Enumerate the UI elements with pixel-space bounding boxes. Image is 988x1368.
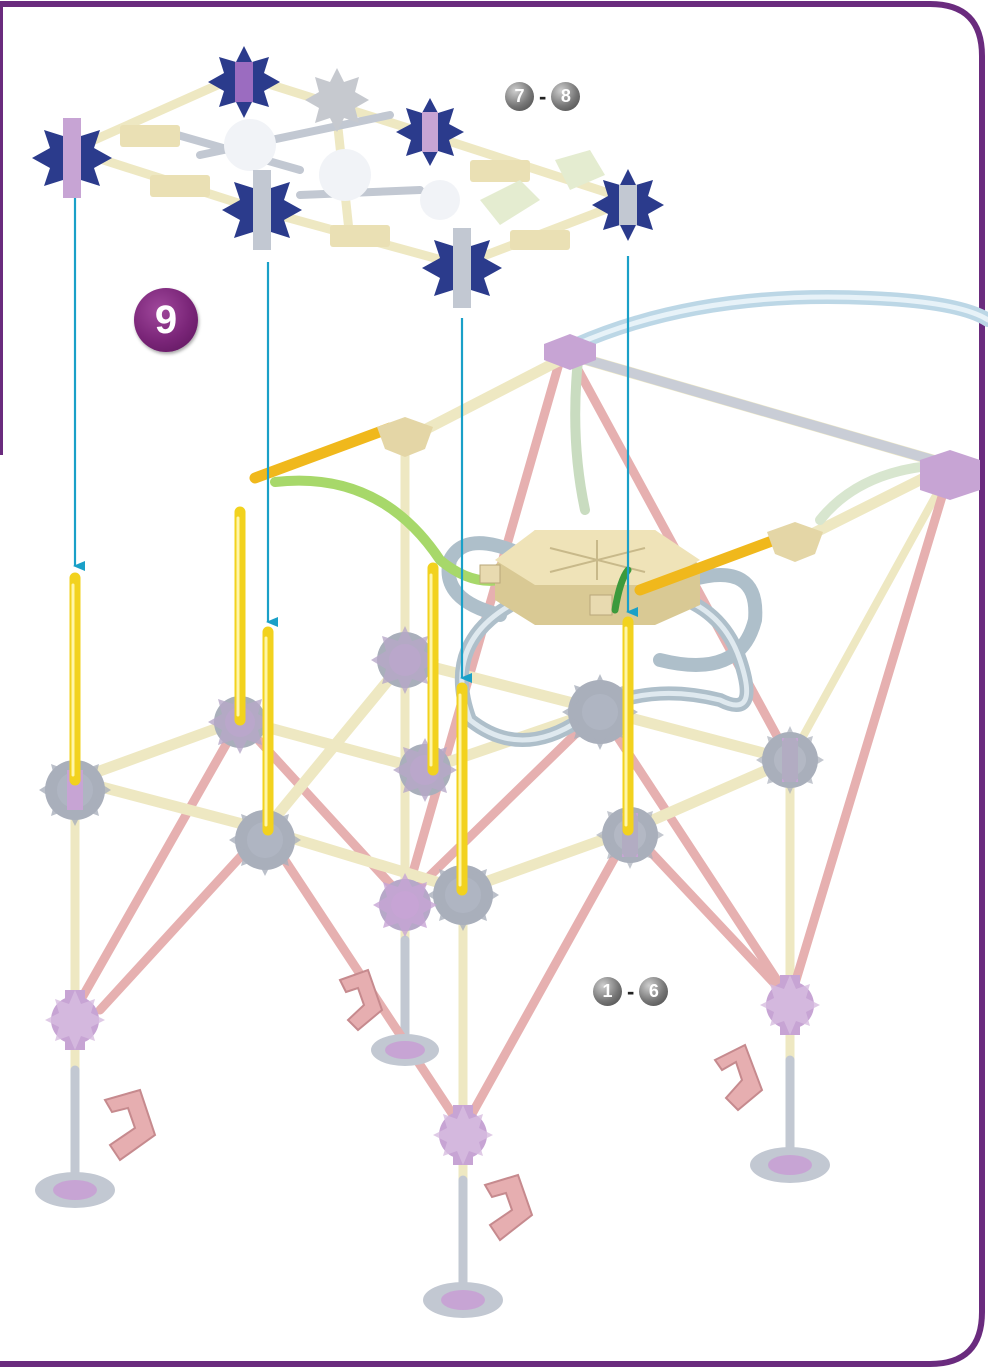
ref-top-separator: -	[539, 83, 547, 109]
step-reference-bottom: 1 - 6	[593, 977, 669, 1006]
ref-bottom-separator: -	[627, 978, 635, 1004]
guide-arrows	[73, 198, 638, 683]
ref-top-from: 7	[505, 82, 534, 111]
top-subassembly	[32, 46, 664, 308]
step-reference-top: 7 - 8	[505, 82, 581, 111]
connectors	[35, 334, 980, 1318]
ref-top-to: 8	[551, 82, 581, 111]
ref-bottom-to: 6	[639, 977, 669, 1006]
tower-base	[35, 290, 988, 1318]
yellow-rods	[69, 506, 634, 896]
ref-bottom-from: 1	[593, 977, 622, 1006]
step-number-badge: 9	[134, 288, 198, 352]
central-hub	[479, 530, 700, 625]
